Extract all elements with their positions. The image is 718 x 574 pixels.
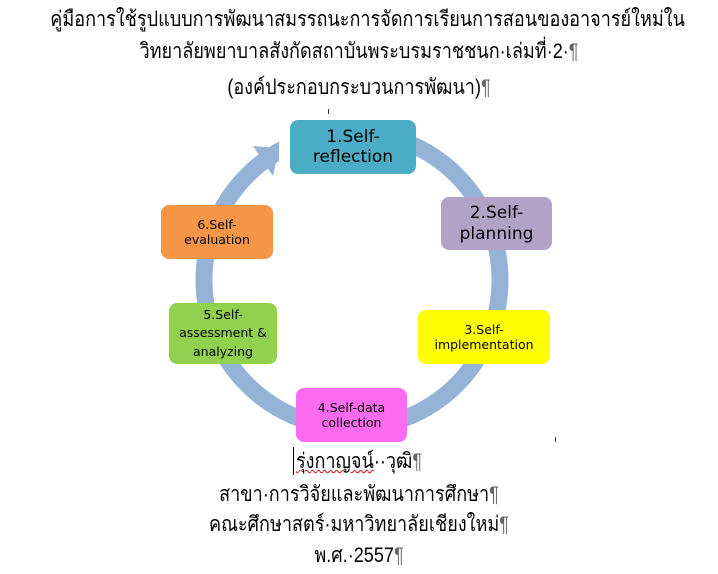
step-self-evaluation[interactable]: 6.Self-evaluation	[161, 205, 273, 259]
subtitle-text: (องค์ประกอบกระบวนการพัฒนา)	[227, 76, 481, 99]
department-line: สาขา·การวิจัยและพัฒนาการศึกษา¶	[50, 481, 667, 509]
step-label: 6.Self-	[197, 217, 237, 232]
author-last-name: ··วุฒิ	[373, 450, 413, 473]
year-line: พ.ศ.·2557¶	[50, 542, 667, 570]
author-first-name: รุ่งกาญจน์	[295, 450, 374, 473]
document-title-line-2: วิทยาลัยพยาบาลสังกัดสถาบันพระบรมราชชนก·เ…	[50, 38, 667, 66]
department-text: สาขา·การวิจัยและพัฒนาการศึกษา	[219, 483, 490, 506]
step-label: collection	[321, 415, 382, 430]
pilcrow-mark: ¶	[412, 450, 423, 473]
faculty-text: คณะศึกษาสตร์·มหาวิทยาลัยเชียงใหม่	[209, 513, 500, 536]
step-self-reflection[interactable]: 1.Self-reflection	[290, 120, 416, 174]
anchor-mark	[328, 109, 329, 114]
document-subtitle: (องค์ประกอบกระบวนการพัฒนา)¶	[50, 74, 667, 102]
pilcrow-mark: ¶	[480, 76, 491, 99]
year-text: พ.ศ.·2557	[314, 544, 394, 567]
faculty-line: คณะศึกษาสตร์·มหาวิทยาลัยเชียงใหม่¶	[50, 511, 667, 539]
ring-gap	[279, 128, 291, 172]
step-self-planning[interactable]: 2.Self-planning	[441, 197, 552, 250]
cycle-ring	[195, 123, 509, 437]
text-cursor	[293, 447, 294, 475]
step-label: evaluation	[184, 232, 250, 247]
pilcrow-mark: ¶	[568, 40, 579, 63]
pilcrow-mark: ¶	[499, 513, 509, 536]
step-label: analyzing	[192, 343, 253, 359]
step-label: 1.Self-	[326, 126, 380, 147]
step-label: 2.Self-	[469, 203, 524, 224]
step-label: reflection	[312, 147, 394, 167]
step-self-assessment[interactable]: 5.Self-assessment & analyzing	[169, 303, 277, 364]
document-title-line-1: คู่มือการใช้รูปแบบการพัฒนาสมรรถนะการจัดก…	[50, 6, 685, 34]
cycle-arrowhead-icon	[253, 146, 279, 176]
step-self-implementation[interactable]: 3.Self-implementation	[418, 310, 550, 364]
step-label: implementation	[434, 337, 534, 352]
step-label: 4.Self-data	[317, 400, 386, 415]
title-text: คู่มือการใช้รูปแบบการพัฒนาสมรรถนะการจัดก…	[50, 8, 685, 31]
pilcrow-mark: ¶	[489, 483, 499, 506]
pilcrow-mark: ¶	[393, 544, 404, 567]
anchor-mark	[555, 437, 556, 442]
step-label: assessment &	[179, 325, 267, 341]
step-label: 3.Self-	[464, 322, 504, 337]
title-text: วิทยาลัยพยาบาลสังกัดสถาบันพระบรมราชชนก·เ…	[139, 40, 569, 63]
author-line: รุ่งกาญจน์··วุฒิ¶	[50, 448, 667, 476]
step-label: 5.Self-	[203, 307, 243, 323]
step-label: planning	[459, 223, 534, 244]
